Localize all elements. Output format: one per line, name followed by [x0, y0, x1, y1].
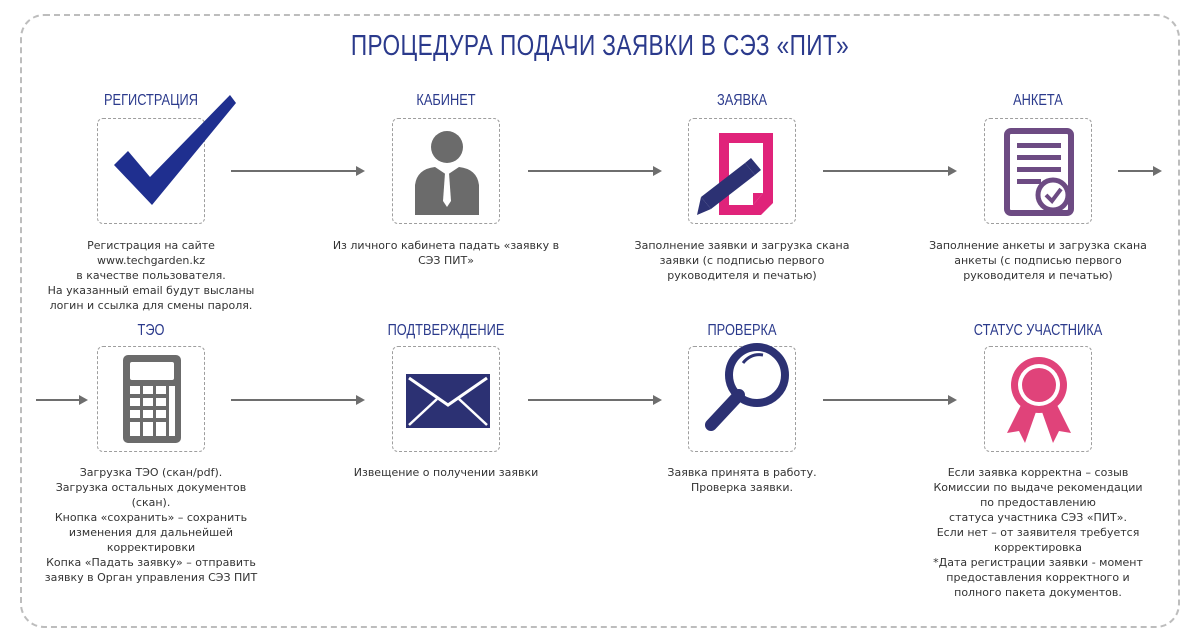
arrow-5 [36, 395, 88, 405]
arrow-6 [231, 395, 365, 405]
step-title-confirmation: ПОДТВЕРЖДЕНИЕ [387, 322, 505, 339]
step-box-review [688, 343, 796, 452]
step-title-registration: РЕГИСТРАЦИЯ [104, 92, 198, 109]
step-title-participant-status: СТАТУС УЧАСТНИКА [973, 322, 1103, 339]
step-desc-registration: Регистрация на сайте www.techgarden.kz в… [47, 239, 255, 312]
step-desc-confirmation: Извещение о получении заявки [353, 466, 539, 479]
step-title-review: ПРОВЕРКА [707, 322, 777, 339]
step-box-participant-status [984, 346, 1092, 452]
step-box-application [688, 118, 796, 224]
step-box-questionnaire [984, 118, 1092, 224]
step-title-cabinet: КАБИНЕТ [416, 92, 476, 109]
step-box-cabinet [392, 118, 500, 224]
form-checklist-icon [1004, 128, 1074, 216]
step-desc-participant-status: Если заявка корректна – созыв Комиссии п… [933, 466, 1143, 599]
envelope-icon [406, 374, 490, 428]
arrow-2 [528, 166, 662, 176]
award-ribbon-icon [1007, 357, 1071, 443]
step-desc-review: Заявка принята в работу. Проверка заявки… [667, 466, 817, 494]
magnifier-icon [705, 343, 789, 431]
arrow-8 [823, 395, 957, 405]
step-desc-feasibility: Загрузка ТЭО (скан/pdf). Загрузка осталь… [44, 466, 258, 584]
step-title-application: ЗАЯВКА [716, 92, 768, 109]
arrow-4 [1118, 166, 1162, 176]
step-title-feasibility: ТЭО [137, 322, 165, 339]
step-box-confirmation [392, 346, 500, 452]
calculator-icon [123, 355, 181, 443]
arrow-1 [231, 166, 365, 176]
checkmark-icon [114, 95, 236, 205]
user-icon [415, 131, 479, 215]
document-pencil-icon [697, 133, 773, 215]
arrow-7 [528, 395, 662, 405]
step-box-feasibility [97, 346, 205, 452]
page-title: ПРОЦЕДУРА ПОДАЧИ ЗАЯВКИ В СЭЗ «ПИТ» [350, 30, 850, 62]
step-desc-cabinet: Из личного кабинета падать «заявку в СЭЗ… [332, 239, 560, 267]
diagram-frame [20, 14, 1180, 628]
step-desc-questionnaire: Заполнение анкеты и загрузка скана анкет… [929, 239, 1147, 282]
step-title-questionnaire: АНКЕТА [1013, 92, 1063, 109]
arrow-3 [823, 166, 957, 176]
step-box-registration [97, 95, 236, 224]
step-desc-application: Заполнение заявки и загрузка скана заявк… [634, 239, 850, 282]
